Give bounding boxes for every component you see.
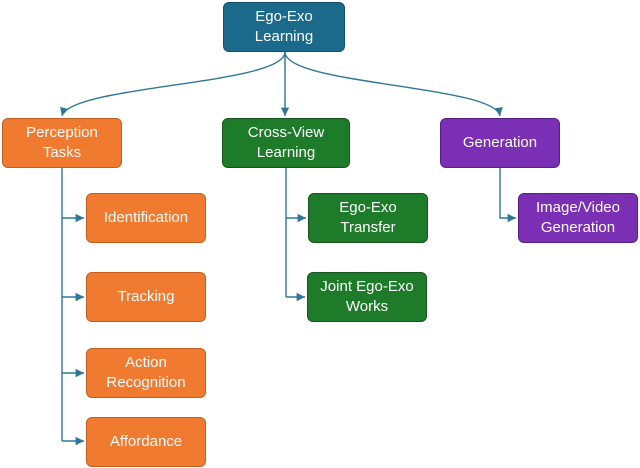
node-label: Ego-Exo Transfer — [339, 199, 397, 236]
connector-root-to-perception — [60, 51, 286, 117]
node-label: Action Recognition — [106, 354, 186, 391]
node-tracking: Tracking — [86, 272, 206, 322]
node-label: Joint Ego-Exo Works — [320, 278, 414, 315]
node-label: Ego-Exo Learning — [254, 8, 314, 45]
node-affordance: Affordance — [86, 417, 206, 467]
node-label: Generation — [462, 134, 538, 151]
node-perception-tasks: Perception Tasks — [2, 118, 122, 168]
node-identification: Identification — [86, 193, 206, 243]
node-generation: Generation — [440, 118, 560, 168]
node-label: Cross-View Learning — [247, 124, 325, 161]
connector-root-to-generation — [284, 51, 503, 117]
node-label: Affordance — [109, 433, 183, 450]
node-joint-ego-exo-works: Joint Ego-Exo Works — [307, 272, 427, 322]
connector-generation-to-image-video — [499, 168, 516, 223]
node-action-recognition: Action Recognition — [86, 348, 206, 398]
node-label: Identification — [103, 209, 189, 226]
node-label: Image/Video Generation — [536, 199, 620, 236]
node-label: Tracking — [117, 288, 175, 305]
node-label: Perception Tasks — [26, 124, 98, 161]
node-ego-exo-transfer: Ego-Exo Transfer — [308, 193, 428, 243]
node-ego-exo-learning: Ego-Exo Learning — [223, 2, 345, 52]
node-image-video-generation: Image/Video Generation — [518, 193, 638, 243]
node-cross-view-learning: Cross-View Learning — [222, 118, 350, 168]
